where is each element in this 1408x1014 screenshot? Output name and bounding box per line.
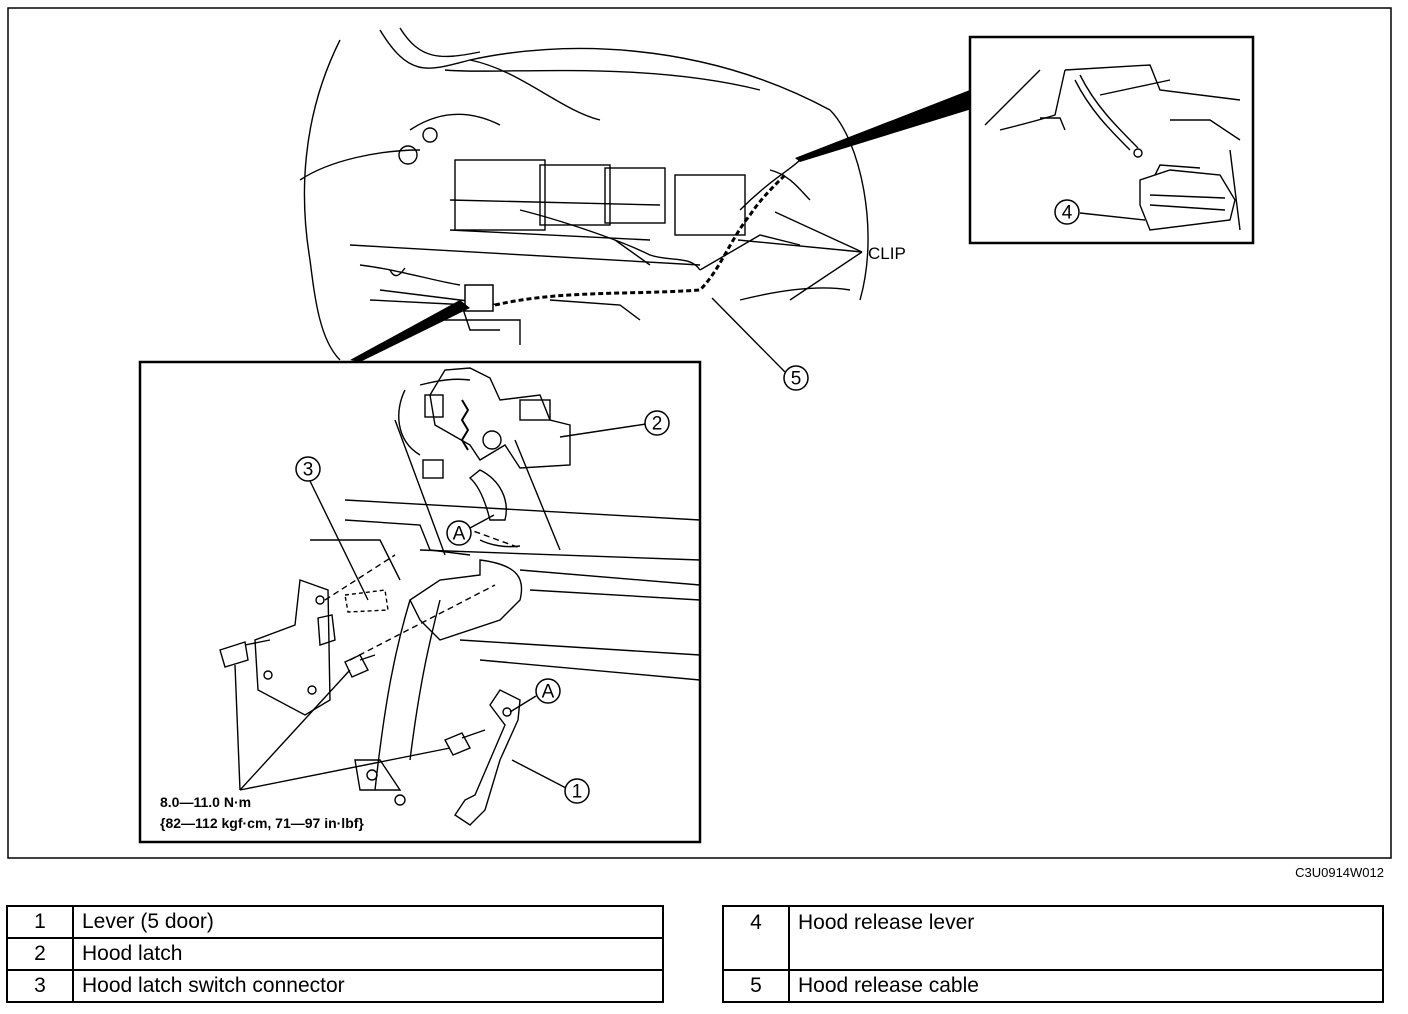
callout-3-circle: [295, 456, 321, 482]
legend-num: 2: [6, 937, 74, 971]
leader-3: [309, 480, 369, 601]
callout-4-circle: [1054, 199, 1080, 225]
callout-2-circle: [644, 410, 670, 436]
pointer-wedge-lever: [795, 88, 975, 162]
callout-5-circle: [783, 365, 809, 391]
callout-a-lower: A: [542, 682, 555, 703]
legend-row: 1 Lever (5 door): [6, 905, 664, 939]
legend-row: 3 Hood latch switch connector: [6, 969, 664, 1003]
legend-num: 3: [6, 969, 74, 1003]
leader-2: [559, 423, 647, 438]
leader-1: [511, 759, 567, 789]
callout-a-upper-circle: [446, 520, 472, 546]
latch-overview: [464, 284, 494, 312]
figure-code: C3U0914W012: [1295, 865, 1384, 880]
legend-num: 1: [6, 905, 74, 939]
pointer-wedge-latch: [350, 300, 470, 362]
leader-a-lower: [509, 695, 537, 713]
callout-5: 5: [791, 369, 802, 390]
leader-a-upper: [469, 514, 495, 529]
callout-1: 1: [572, 782, 583, 803]
legend-row: 2 Hood latch: [6, 937, 664, 971]
legend-num: 4: [722, 905, 790, 971]
clip-label: CLIP: [868, 244, 906, 263]
hood-latch-drawing: [219, 367, 701, 826]
legend-name: Lever (5 door): [72, 905, 664, 939]
callout-a-upper: A: [453, 524, 466, 545]
leader-4: [1079, 212, 1146, 221]
hood-release-cable-path: [494, 173, 787, 307]
torque-leaders: [234, 664, 451, 791]
callout-a-lower-circle: [535, 678, 561, 704]
callout-2: 2: [652, 414, 663, 435]
leader-5: [711, 297, 786, 373]
legend-name: Hood release cable: [788, 969, 1384, 1003]
torque-line-1: 8.0—11.0 N·m: [160, 794, 251, 810]
engine-bay-drawing: [299, 27, 869, 361]
legend-name: Hood release lever: [788, 905, 1384, 971]
legend-name: Hood latch switch connector: [72, 969, 664, 1003]
callout-4: 4: [1062, 203, 1073, 224]
legend-row: 5 Hood release cable: [722, 969, 1384, 1003]
legend-name: Hood latch: [72, 937, 664, 971]
release-lever-drawing: [984, 64, 1241, 231]
callout-1-circle: [564, 778, 590, 804]
figure-frame: [7, 7, 1392, 859]
inset-hood-latch: [138, 360, 702, 844]
callout-3: 3: [303, 460, 314, 481]
legend-row: 4 Hood release lever: [722, 905, 1384, 971]
legend-num: 5: [722, 969, 790, 1003]
legend-table-right: 4 Hood release lever 5 Hood release cabl…: [722, 905, 1384, 1003]
legend-table-left: 1 Lever (5 door) 2 Hood latch 3 Hood lat…: [6, 905, 664, 1003]
clip-leaders: [737, 211, 863, 301]
torque-line-2: {82—112 kgf·cm, 71—97 in·lbf}: [160, 815, 364, 831]
